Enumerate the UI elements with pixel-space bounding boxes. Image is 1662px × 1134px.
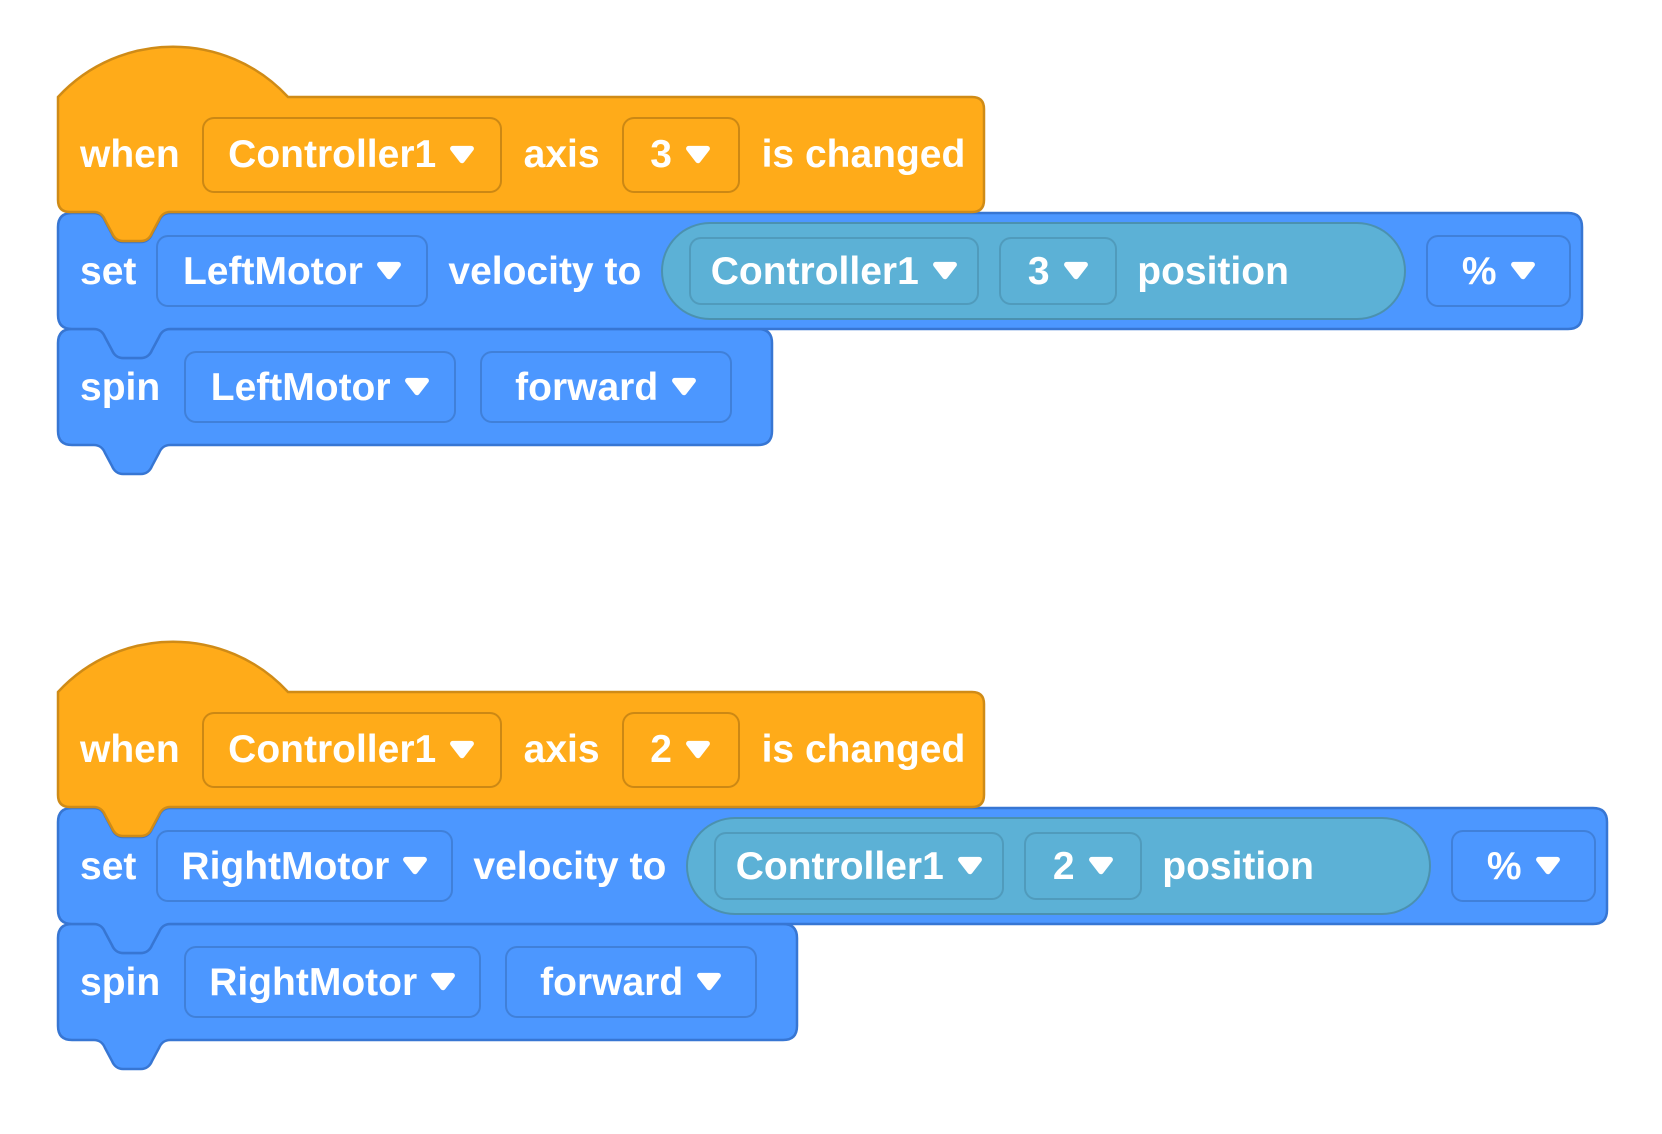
when-axis-changed-block-content: when Controller1 axis 2 is changed [58,692,965,807]
velocity-to-label: velocity to [473,844,667,888]
reporter-controller-value: Controller1 [710,249,919,293]
dropdown-caret-icon [376,261,401,280]
reporter-controller-dropdown[interactable]: Controller1 [689,237,980,305]
velocity-to-label: velocity to [448,249,642,293]
dropdown-caret-icon [686,740,710,758]
dropdown-caret-icon [1063,261,1088,280]
dropdown-caret-icon [697,972,722,991]
dropdown-caret-icon [450,740,475,758]
axis-dropdown[interactable]: 3 [621,116,740,193]
dropdown-caret-icon [431,972,456,991]
controller-position-reporter[interactable]: Controller1 2 position [686,817,1432,915]
spin-block-content: spin LeftMotor forward [58,329,772,445]
unit-dropdown[interactable]: % [1451,830,1597,902]
axis-dropdown[interactable]: 2 [621,711,740,788]
axis-label: axis [523,728,600,771]
set-label: set [80,249,137,293]
unit-dropdown-value: % [1461,249,1497,293]
motor-dropdown-value: RightMotor [181,844,390,888]
axis-dropdown-value: 3 [650,133,672,176]
motor-dropdown[interactable]: RightMotor [156,830,454,902]
dropdown-caret-icon [672,377,697,396]
is-changed-label: is changed [761,728,966,771]
dropdown-caret-icon [957,856,982,875]
dropdown-caret-icon [1510,261,1535,280]
reporter-axis-value: 2 [1052,844,1075,888]
dropdown-caret-icon [686,145,710,163]
set-velocity-block-content: set LeftMotor velocity to Controller1 3 [58,213,1582,329]
dropdown-caret-icon [1535,856,1560,875]
spin-label: spin [80,960,161,1004]
direction-dropdown[interactable]: forward [480,351,733,423]
is-changed-label: is changed [761,133,966,176]
controller-dropdown[interactable]: Controller1 [201,116,502,193]
position-label: position [1162,844,1314,888]
reporter-axis-dropdown[interactable]: 2 [1024,832,1143,900]
when-label: when [80,133,180,176]
spin-label: spin [80,365,161,409]
set-label: set [80,844,137,888]
dropdown-caret-icon [450,145,475,163]
spin-block-content: spin RightMotor forward [58,924,797,1040]
reporter-controller-dropdown[interactable]: Controller1 [714,832,1005,900]
when-axis-changed-block-content: when Controller1 axis 3 is changed [58,97,965,212]
dropdown-caret-icon [932,261,957,280]
motor-dropdown[interactable]: LeftMotor [184,351,457,423]
reporter-axis-value: 3 [1027,249,1050,293]
controller-dropdown-value: Controller1 [228,728,437,771]
motor-dropdown-value: LeftMotor [182,249,363,293]
axis-dropdown-value: 2 [650,728,672,771]
controller-position-reporter[interactable]: Controller1 3 position [661,222,1407,320]
when-label: when [80,728,180,771]
reporter-controller-value: Controller1 [735,844,944,888]
dropdown-caret-icon [403,856,428,875]
motor-dropdown-value: RightMotor [209,960,418,1004]
axis-label: axis [523,133,600,176]
motor-dropdown-value: LeftMotor [210,365,391,409]
dropdown-caret-icon [1088,856,1113,875]
reporter-axis-dropdown[interactable]: 3 [999,237,1118,305]
position-label: position [1137,249,1289,293]
direction-dropdown-value: forward [540,960,684,1004]
motor-dropdown[interactable]: RightMotor [184,946,482,1018]
controller-dropdown[interactable]: Controller1 [201,711,502,788]
motor-dropdown[interactable]: LeftMotor [156,235,429,307]
unit-dropdown-value: % [1486,844,1522,888]
direction-dropdown[interactable]: forward [505,946,758,1018]
dropdown-caret-icon [404,377,429,396]
controller-dropdown-value: Controller1 [228,133,437,176]
unit-dropdown[interactable]: % [1426,235,1572,307]
set-velocity-block-content: set RightMotor velocity to Controller1 2 [58,808,1607,924]
direction-dropdown-value: forward [515,365,659,409]
